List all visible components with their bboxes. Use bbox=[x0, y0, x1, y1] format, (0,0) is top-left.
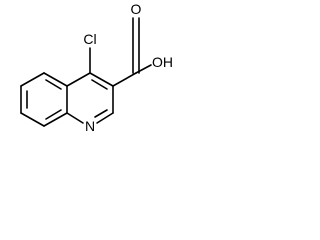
double-bond-inner bbox=[94, 109, 108, 118]
double-bond-inner bbox=[45, 79, 62, 90]
bond bbox=[43, 72, 68, 87]
bond bbox=[89, 72, 114, 87]
hydroxyl-label: OH bbox=[152, 54, 173, 70]
carbon-hydroxyl-bond bbox=[135, 64, 152, 74]
double-bond-inner bbox=[45, 109, 62, 120]
bond bbox=[20, 112, 45, 127]
bond bbox=[43, 112, 68, 127]
bond bbox=[66, 112, 84, 124]
pyridine-ring bbox=[66, 72, 114, 124]
carbonyl-oxygen-label: O bbox=[131, 1, 142, 17]
ring-nitrogen-label: N bbox=[85, 118, 95, 134]
double-bond-inner bbox=[91, 79, 108, 90]
bond bbox=[20, 72, 45, 87]
chemical-structure: Cl O OH N bbox=[20, 1, 173, 134]
benzene-ring bbox=[20, 72, 68, 127]
bond bbox=[66, 72, 91, 87]
ring-carboxyl-bond bbox=[112, 72, 137, 87]
chlorine-label: Cl bbox=[83, 31, 96, 47]
bond bbox=[96, 112, 114, 124]
